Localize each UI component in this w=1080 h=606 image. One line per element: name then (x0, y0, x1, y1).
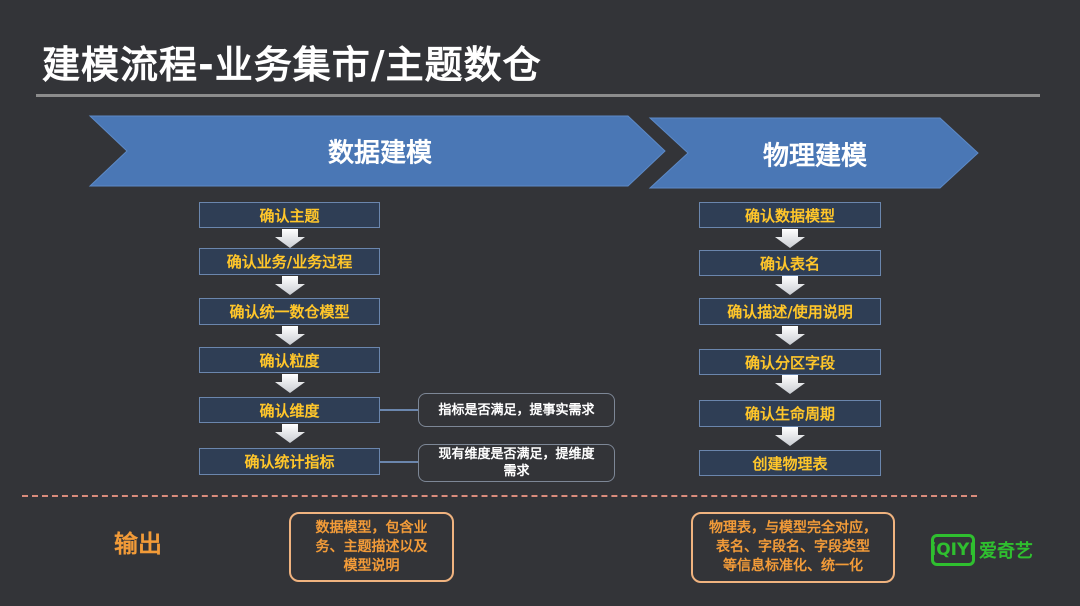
output-data-modeling-line-2: 务、主题描述以及 (315, 538, 428, 555)
arrow-down-icon (275, 276, 305, 295)
arrow-down-icon (775, 276, 805, 295)
step-confirm-lifecycle: 确认生命周期 (699, 400, 881, 427)
step-confirm-data-model: 确认数据模型 (699, 202, 881, 228)
output-data-modeling: 数据模型，包含业 务、主题描述以及 模型说明 (289, 512, 454, 582)
connector-line (380, 409, 418, 411)
arrow-down-icon (275, 424, 305, 443)
step-confirm-metrics: 确认统计指标 (199, 448, 380, 475)
step-confirm-partition-field: 确认分区字段 (699, 349, 881, 375)
stage-label-physical-modeling: 物理建模 (762, 141, 868, 172)
arrow-down-icon (775, 427, 805, 446)
output-data-modeling-line-3: 模型说明 (343, 557, 400, 574)
iqiyi-logo-text: 爱奇艺 (979, 541, 1033, 562)
note-metrics-line-2: 需求 (503, 464, 530, 479)
arrow-down-icon (275, 374, 305, 393)
step-confirm-warehouse-model: 确认统一数仓模型 (199, 298, 380, 325)
arrow-down-icon (275, 229, 305, 248)
chevron-physical-modeling (648, 117, 979, 189)
note-metrics: 现有维度是否满足，提维度 需求 (418, 444, 615, 482)
output-physical-modeling-line-1: 物理表，与模型完全对应， (709, 520, 877, 536)
section-divider (22, 495, 977, 497)
arrow-down-icon (775, 326, 805, 345)
output-physical-modeling-line-3: 等信息标准化、统一化 (723, 558, 863, 574)
arrow-down-icon (775, 375, 805, 394)
connector-line (380, 461, 418, 463)
step-confirm-description: 确认描述/使用说明 (699, 298, 881, 325)
step-confirm-subject: 确认主题 (199, 202, 380, 228)
iqiyi-logo: iQIYI 爱奇艺 (930, 534, 1033, 566)
title-divider (36, 94, 1040, 97)
step-confirm-table-name: 确认表名 (699, 250, 881, 276)
arrow-down-icon (775, 229, 805, 248)
output-label: 输出 (114, 530, 162, 558)
output-physical-modeling: 物理表，与模型完全对应， 表名、字段名、字段类型 等信息标准化、统一化 (691, 512, 895, 583)
page-title: 建模流程-业务集市/主题数仓 (42, 43, 542, 87)
chevron-data-modeling (88, 115, 666, 187)
stage-label-data-modeling: 数据建模 (327, 138, 433, 169)
output-data-modeling-line-1: 数据模型，包含业 (315, 519, 428, 536)
note-dimension: 指标是否满足，提事实需求 (418, 393, 615, 427)
output-physical-modeling-line-2: 表名、字段名、字段类型 (716, 539, 870, 555)
step-confirm-granularity: 确认粒度 (199, 347, 380, 373)
step-confirm-business-process: 确认业务/业务过程 (199, 248, 380, 275)
iqiyi-logo-icon: iQIYI (930, 534, 976, 566)
step-create-physical-table: 创建物理表 (699, 450, 881, 476)
step-confirm-dimension: 确认维度 (199, 397, 380, 423)
arrow-down-icon (275, 326, 305, 345)
note-metrics-line-1: 现有维度是否满足，提维度 (438, 447, 595, 462)
